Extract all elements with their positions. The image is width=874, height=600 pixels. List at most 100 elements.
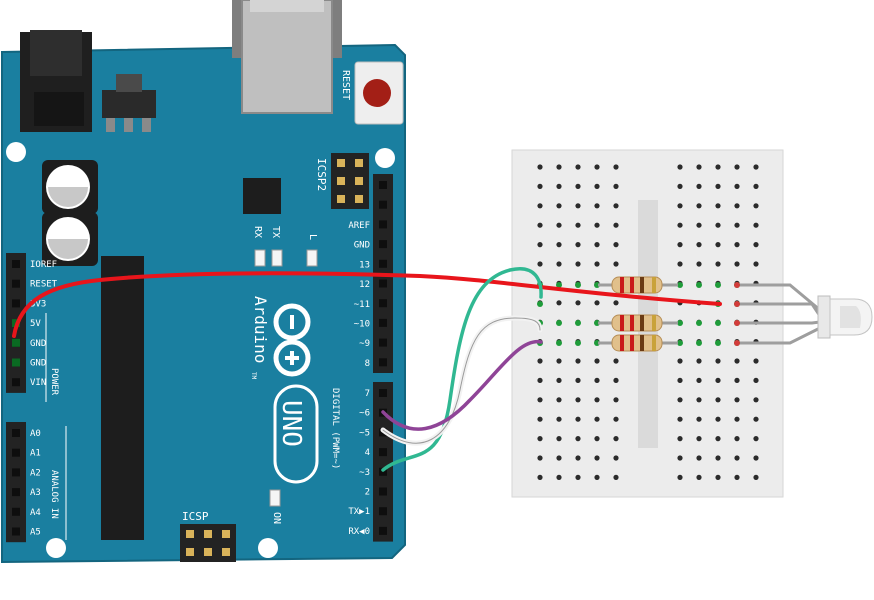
breadboard-hole[interactable]	[537, 377, 543, 383]
breadboard-hole[interactable]	[753, 183, 759, 189]
breadboard-hole[interactable]	[575, 474, 581, 480]
breadboard-hole[interactable]	[556, 358, 562, 364]
breadboard-hole[interactable]	[753, 436, 759, 442]
breadboard-hole[interactable]	[537, 203, 543, 209]
header-pin-socket[interactable]	[379, 259, 387, 268]
breadboard-hole[interactable]	[556, 261, 562, 267]
breadboard-hole[interactable]	[696, 203, 702, 209]
breadboard-hole[interactable]	[734, 397, 740, 403]
breadboard-hole[interactable]	[715, 416, 721, 422]
breadboard-hole[interactable]	[575, 377, 581, 383]
breadboard-hole[interactable]	[537, 358, 543, 364]
breadboard-hole[interactable]	[753, 397, 759, 403]
breadboard-hole[interactable]	[575, 397, 581, 403]
breadboard-hole[interactable]	[613, 416, 619, 422]
breadboard-hole[interactable]	[556, 397, 562, 403]
header-pin-socket[interactable]	[379, 299, 387, 308]
breadboard-hole[interactable]	[613, 455, 619, 461]
breadboard-hole[interactable]	[594, 300, 600, 306]
header-pin-socket[interactable]	[379, 507, 387, 516]
breadboard-hole[interactable]	[677, 261, 683, 267]
breadboard-hole[interactable]	[734, 203, 740, 209]
breadboard-hole[interactable]	[613, 358, 619, 364]
header-pin-socket[interactable]	[12, 527, 20, 536]
breadboard-hole[interactable]	[734, 183, 740, 189]
breadboard-hole[interactable]	[677, 397, 683, 403]
breadboard-hole[interactable]	[753, 474, 759, 480]
breadboard-hole[interactable]	[613, 474, 619, 480]
breadboard-hole[interactable]	[613, 300, 619, 306]
breadboard-hole[interactable]	[696, 242, 702, 248]
breadboard-hole[interactable]	[537, 455, 543, 461]
breadboard-hole[interactable]	[696, 358, 702, 364]
breadboard-hole[interactable]	[715, 455, 721, 461]
header-pin-socket[interactable]	[379, 467, 387, 476]
breadboard-hole[interactable]	[715, 164, 721, 170]
breadboard-hole[interactable]	[696, 455, 702, 461]
breadboard-hole[interactable]	[753, 416, 759, 422]
breadboard-hole[interactable]	[556, 377, 562, 383]
breadboard-hole[interactable]	[613, 242, 619, 248]
breadboard-hole[interactable]	[696, 416, 702, 422]
header-pin-socket[interactable]	[379, 526, 387, 535]
header-pin-socket[interactable]	[379, 487, 387, 496]
breadboard-hole[interactable]	[594, 164, 600, 170]
breadboard-hole[interactable]	[613, 261, 619, 267]
breadboard-hole[interactable]	[734, 377, 740, 383]
breadboard-hole[interactable]	[677, 222, 683, 228]
header-pin-socket[interactable]	[12, 507, 20, 516]
breadboard-hole[interactable]	[613, 183, 619, 189]
breadboard-hole[interactable]	[677, 436, 683, 442]
breadboard-hole[interactable]	[696, 397, 702, 403]
breadboard-hole[interactable]	[715, 203, 721, 209]
breadboard-hole[interactable]	[715, 436, 721, 442]
breadboard-hole[interactable]	[715, 397, 721, 403]
breadboard-hole[interactable]	[753, 242, 759, 248]
breadboard-hole[interactable]	[734, 164, 740, 170]
breadboard-hole[interactable]	[613, 436, 619, 442]
breadboard-hole[interactable]	[575, 203, 581, 209]
breadboard-hole[interactable]	[594, 397, 600, 403]
breadboard-hole[interactable]	[556, 164, 562, 170]
breadboard-hole[interactable]	[594, 261, 600, 267]
breadboard-hole[interactable]	[594, 203, 600, 209]
breadboard-hole[interactable]	[594, 416, 600, 422]
breadboard-hole[interactable]	[753, 164, 759, 170]
breadboard-hole[interactable]	[556, 300, 562, 306]
breadboard-hole[interactable]	[696, 261, 702, 267]
breadboard-hole[interactable]	[556, 416, 562, 422]
breadboard-hole[interactable]	[575, 222, 581, 228]
header-pin-socket[interactable]	[379, 181, 387, 189]
breadboard-hole[interactable]	[575, 416, 581, 422]
breadboard-hole[interactable]	[537, 261, 543, 267]
header-pin-socket[interactable]	[379, 358, 387, 367]
breadboard-hole[interactable]	[696, 436, 702, 442]
breadboard-hole[interactable]	[696, 474, 702, 480]
breadboard-hole[interactable]	[753, 358, 759, 364]
header-pin-socket[interactable]	[379, 389, 387, 397]
breadboard-hole[interactable]	[734, 416, 740, 422]
breadboard-hole[interactable]	[677, 242, 683, 248]
breadboard-hole[interactable]	[677, 164, 683, 170]
header-pin-socket[interactable]	[12, 429, 20, 437]
breadboard-hole[interactable]	[556, 474, 562, 480]
breadboard-hole[interactable]	[594, 358, 600, 364]
reset-button[interactable]	[354, 61, 404, 125]
header-pin-socket[interactable]	[379, 240, 387, 249]
breadboard-hole[interactable]	[537, 222, 543, 228]
breadboard-hole[interactable]	[537, 242, 543, 248]
header-pin-socket[interactable]	[12, 448, 20, 457]
breadboard-hole[interactable]	[753, 455, 759, 461]
breadboard-hole[interactable]	[734, 242, 740, 248]
breadboard-hole[interactable]	[575, 436, 581, 442]
breadboard-hole[interactable]	[594, 474, 600, 480]
header-pin-socket[interactable]	[379, 318, 387, 327]
breadboard-hole[interactable]	[537, 474, 543, 480]
breadboard-hole[interactable]	[677, 416, 683, 422]
breadboard-hole[interactable]	[537, 416, 543, 422]
breadboard-hole[interactable]	[556, 242, 562, 248]
breadboard-hole[interactable]	[594, 183, 600, 189]
breadboard-hole[interactable]	[537, 183, 543, 189]
breadboard-hole[interactable]	[734, 455, 740, 461]
breadboard-hole[interactable]	[613, 377, 619, 383]
